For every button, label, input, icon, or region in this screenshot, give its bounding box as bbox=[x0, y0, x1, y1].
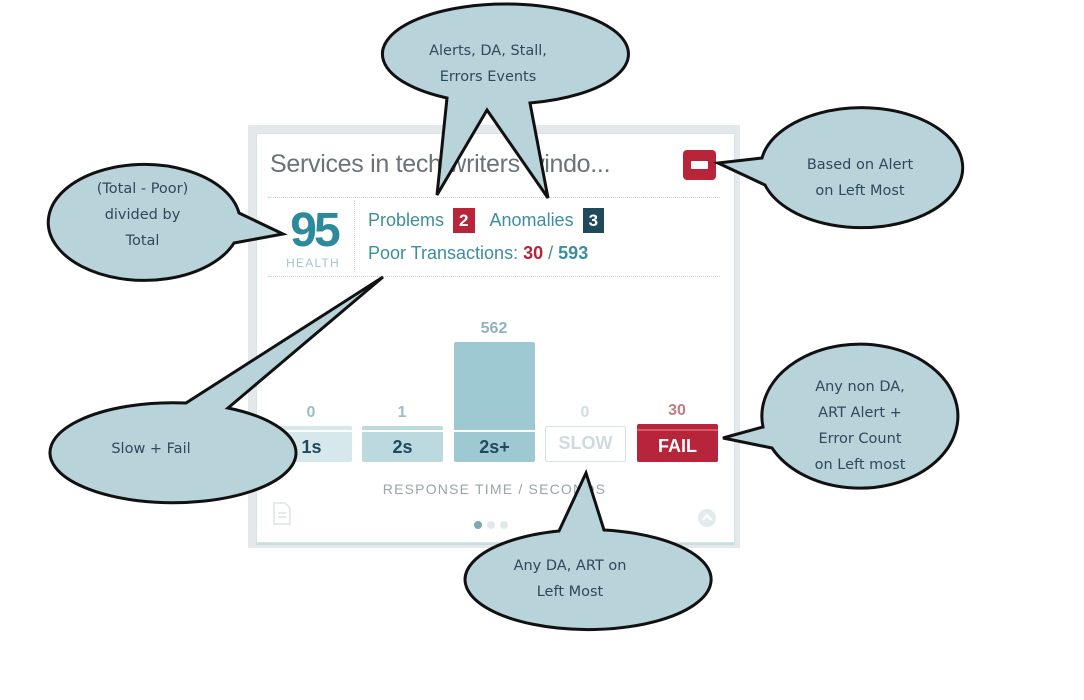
callout-fail-count-bubble bbox=[722, 342, 960, 490]
minus-alert-icon bbox=[691, 161, 708, 169]
callout-line: Alerts, DA, Stall, bbox=[429, 43, 547, 59]
document-icon[interactable] bbox=[272, 502, 292, 526]
callout-slow-count-bubble bbox=[463, 468, 713, 632]
callout-alert-state-bubble bbox=[712, 106, 965, 230]
bar-label: SLOW bbox=[558, 433, 613, 453]
bar-value: 562 bbox=[480, 320, 508, 337]
callout-line: Any DA, ART on bbox=[513, 558, 627, 574]
chevron-up-circle-icon[interactable] bbox=[697, 508, 717, 528]
callout-line: Error Count bbox=[818, 431, 902, 447]
poor-transactions-row: Poor Transactions: 30 / 593 bbox=[368, 243, 588, 264]
bar-value: 30 bbox=[668, 402, 686, 419]
callout-poor-sum-text: Slow + Fail bbox=[70, 436, 232, 462]
callout-events-text: Alerts, DA, Stall, Errors Events bbox=[388, 38, 588, 90]
callout-line: Any non DA, bbox=[815, 379, 905, 395]
total-transactions-count: 593 bbox=[558, 243, 589, 263]
callout-health-formula-bubble bbox=[46, 162, 288, 282]
health-score: 95 bbox=[290, 204, 340, 257]
anomalies-label[interactable]: Anomalies bbox=[489, 210, 574, 230]
bar-value: 0 bbox=[306, 404, 316, 421]
services-widget-card bbox=[256, 133, 735, 543]
bar-label: FAIL bbox=[637, 429, 718, 462]
callout-line: Total bbox=[125, 233, 160, 249]
divider bbox=[354, 200, 355, 272]
callout-events-bubble bbox=[381, 2, 630, 199]
pager-dot-2[interactable] bbox=[487, 521, 495, 529]
callout-fail-count-text: Any non DA, ART Alert + Error Count on L… bbox=[785, 374, 935, 478]
bar-fail[interactable]: FAIL bbox=[637, 424, 718, 462]
poor-transactions-count: 30 bbox=[523, 243, 544, 263]
callout-health-formula-text: (Total - Poor) divided by Total bbox=[70, 176, 215, 254]
callout-line: Slow + Fail bbox=[111, 441, 191, 457]
callout-line: ART Alert + bbox=[818, 405, 902, 421]
callout-line: Left Most bbox=[536, 584, 604, 600]
bar-label: 2s bbox=[362, 430, 443, 462]
health-label: HEALTH bbox=[286, 256, 340, 270]
axis-label: RESPONSE TIME / SECONDS bbox=[382, 481, 607, 497]
callout-line: Based on Alert bbox=[806, 157, 914, 173]
poor-transactions-separator: / bbox=[548, 243, 554, 263]
callout-poor-sum-bubble bbox=[48, 275, 384, 505]
problems-label[interactable]: Problems bbox=[368, 210, 445, 230]
bar-value: 1 bbox=[397, 404, 407, 421]
callout-slow-count-text: Any DA, ART on Left Most bbox=[485, 553, 655, 605]
callout-line: divided by bbox=[104, 207, 181, 223]
events-row: Problems 2 Anomalies 3 bbox=[368, 208, 614, 233]
problems-count-badge[interactable]: 2 bbox=[453, 208, 475, 233]
bar-label: 2s+ bbox=[454, 430, 535, 462]
anomalies-count-badge[interactable]: 3 bbox=[582, 208, 605, 233]
bar-2s[interactable]: 2s bbox=[362, 426, 443, 462]
pager-dot-1[interactable] bbox=[474, 521, 482, 529]
alert-status-button[interactable] bbox=[683, 150, 716, 180]
bar-2s-plus[interactable]: 2s+ bbox=[454, 342, 535, 462]
bar-slow[interactable]: SLOW bbox=[545, 426, 626, 462]
bar-label: 1s bbox=[271, 430, 352, 462]
callout-line: on Left most bbox=[814, 457, 906, 473]
callout-alert-state-text: Based on Alert on Left Most bbox=[780, 152, 940, 204]
divider bbox=[268, 197, 720, 198]
poor-transactions-label: Poor Transactions: bbox=[368, 243, 519, 263]
divider bbox=[268, 276, 720, 277]
bar-value: 0 bbox=[580, 404, 590, 421]
pager-dots bbox=[474, 516, 513, 534]
callout-line: Errors Events bbox=[439, 69, 537, 85]
callout-line: on Left Most bbox=[815, 183, 905, 199]
callout-line: (Total - Poor) bbox=[96, 181, 189, 197]
pager-dot-3[interactable] bbox=[500, 521, 508, 529]
